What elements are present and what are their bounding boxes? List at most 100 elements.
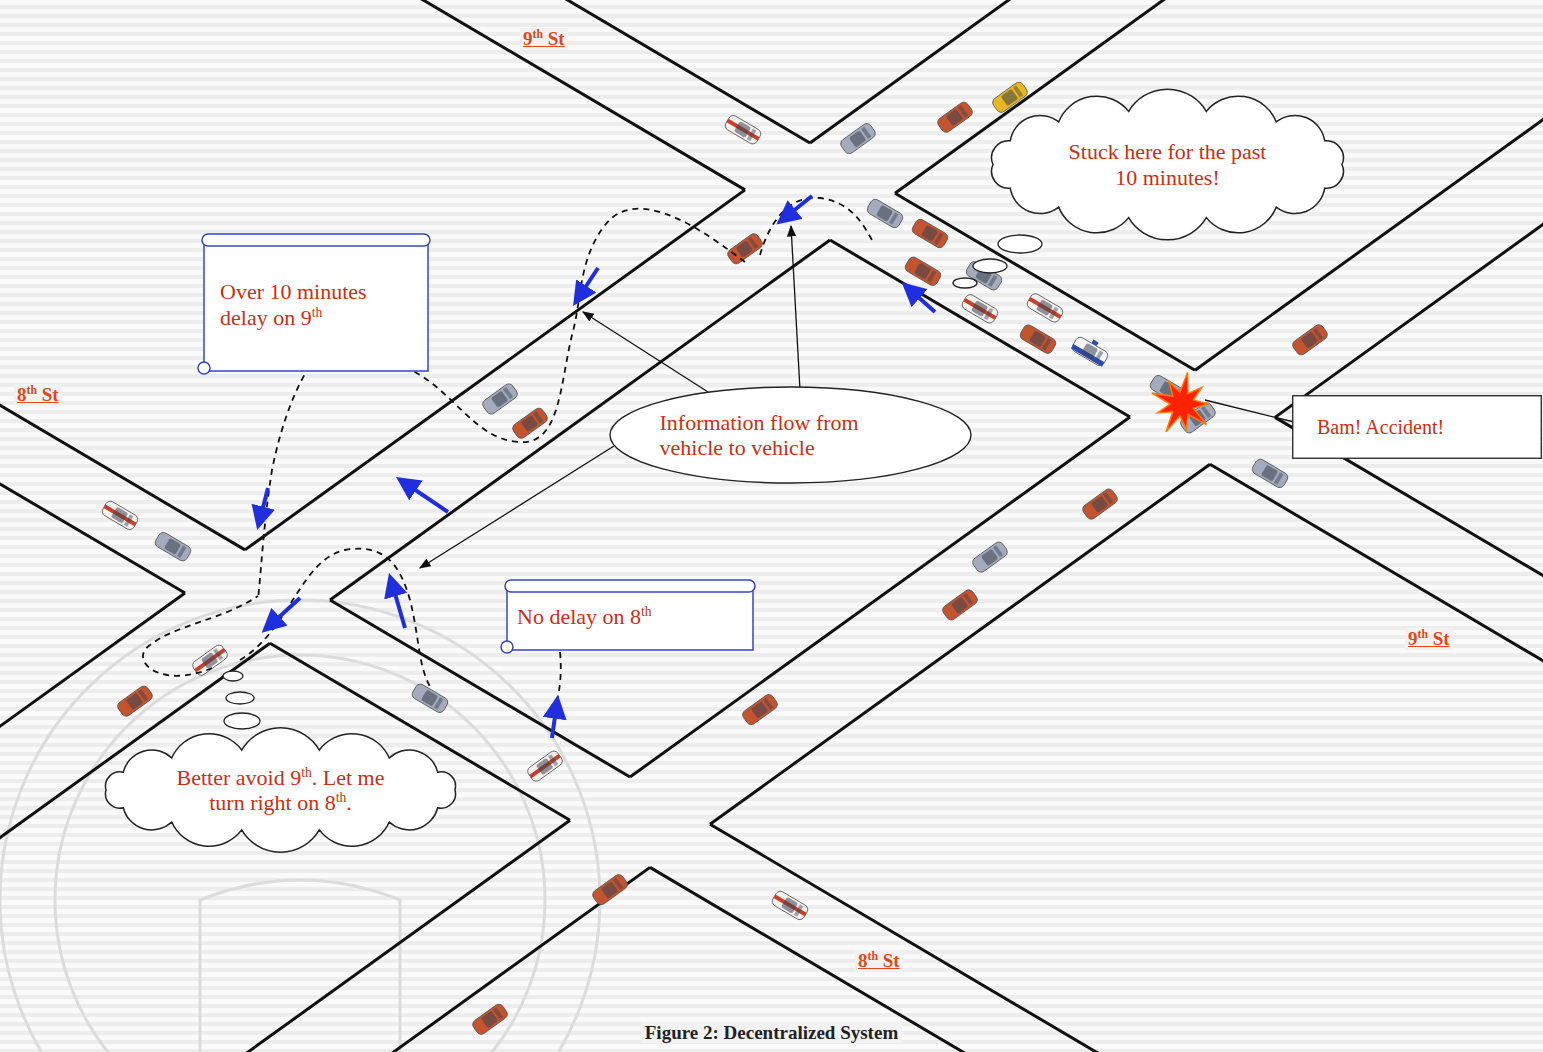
car-body <box>971 540 1010 574</box>
car-windshield <box>993 545 1003 557</box>
car-icon <box>471 1002 510 1036</box>
node-text: Over 10 minutes delay on 9th <box>220 279 372 330</box>
road-edge <box>830 240 1130 417</box>
car-icon <box>511 406 550 440</box>
car-window <box>876 205 893 222</box>
dashed-flow <box>143 596 258 676</box>
car-window <box>164 538 181 555</box>
scroll-sheet <box>507 587 753 650</box>
flow-arrow <box>552 702 557 738</box>
road-edge <box>1275 417 1543 1052</box>
car-windshield <box>763 698 773 710</box>
thought-bubble <box>998 235 1042 253</box>
car-icon <box>1081 487 1120 521</box>
thought-bubble <box>973 259 1007 273</box>
car-body <box>941 588 980 622</box>
car-windshield <box>124 514 134 526</box>
car-body <box>1025 292 1064 324</box>
dashed-flow <box>240 549 432 690</box>
road-edge <box>0 643 270 1052</box>
seal-ring <box>55 655 545 1052</box>
thought-cloud: Stuck here for the past 10 minutes! <box>975 92 1360 237</box>
car-body <box>471 1002 510 1036</box>
car-body <box>1070 335 1109 367</box>
car-windshield <box>963 593 973 605</box>
car-window <box>1036 299 1053 316</box>
car-icon <box>100 499 139 531</box>
road-edge <box>0 0 185 593</box>
node-text: Information flow from vehicle to vehicle <box>660 410 922 461</box>
car-icon <box>153 531 192 563</box>
car-stripe <box>773 895 806 917</box>
car-icon <box>910 217 949 249</box>
car-icon <box>936 100 975 134</box>
car-windshield <box>613 878 623 890</box>
car-stripe <box>103 505 136 527</box>
car-icon <box>1250 457 1289 489</box>
dashed-flow <box>258 340 330 600</box>
ellipse-outline <box>610 387 971 483</box>
flow-arrow <box>782 196 812 220</box>
car-windshield <box>533 411 543 423</box>
car-body <box>991 80 1030 114</box>
car-window <box>1081 343 1098 360</box>
flow-arrow <box>259 488 268 523</box>
text-block: Information flow from vehicle to vehicle <box>660 410 922 461</box>
car-windshield <box>493 1007 503 1019</box>
car-icon <box>481 382 520 416</box>
car-icon <box>1025 292 1064 324</box>
car-window <box>914 263 931 280</box>
car-windshield <box>984 308 994 320</box>
car-body <box>903 255 942 287</box>
flow-arrow <box>391 580 405 628</box>
car-stripe <box>1028 297 1061 319</box>
car-icon <box>1018 323 1057 355</box>
car-windshield <box>138 689 148 701</box>
box-outline <box>1293 396 1542 459</box>
callout-box: Bam! Accident! <box>1292 395 1542 459</box>
leader-line <box>583 312 708 392</box>
car-icon <box>526 749 565 783</box>
car-icon <box>410 682 449 714</box>
flow-arrow <box>267 598 300 628</box>
car-icon <box>726 232 765 266</box>
node-text: Bam! Accident! <box>1317 416 1444 439</box>
car-windshield <box>794 904 804 916</box>
scroll-curl <box>501 641 513 653</box>
car-windshield <box>1013 85 1023 97</box>
car-windshield <box>503 387 513 399</box>
car-windshield <box>988 275 998 287</box>
car-icon <box>941 588 980 622</box>
car-icon <box>991 80 1030 114</box>
car-windshield <box>958 105 968 117</box>
road-edge <box>1210 464 1543 1052</box>
car-stripe <box>726 119 759 141</box>
car-body <box>410 682 449 714</box>
scroll-roll <box>202 234 430 246</box>
car-icon <box>1291 323 1330 357</box>
info-ellipse: Information flow from vehicle to vehicle <box>608 385 973 485</box>
car-window <box>734 121 751 138</box>
car-body <box>116 684 155 718</box>
road-edge <box>0 0 745 190</box>
car-window <box>1261 465 1278 482</box>
car-windshield <box>747 129 757 141</box>
cloud-outline <box>992 89 1344 240</box>
scroll-curl <box>198 362 210 374</box>
car-icon <box>191 643 230 677</box>
car-body <box>100 499 139 531</box>
road-edge <box>1275 0 1543 417</box>
car-window <box>781 897 798 914</box>
car-windshield <box>1274 472 1284 484</box>
car-windshield <box>1103 492 1113 504</box>
street-name: 9th St <box>1405 628 1453 650</box>
car-windshield <box>927 270 937 282</box>
seal-watermark <box>0 600 600 1052</box>
thought-cloud: Better avoid 9th. Let me turn right on 8… <box>88 731 473 849</box>
road-edge <box>0 0 810 143</box>
car-icon <box>903 255 942 287</box>
car-body <box>1291 323 1330 357</box>
